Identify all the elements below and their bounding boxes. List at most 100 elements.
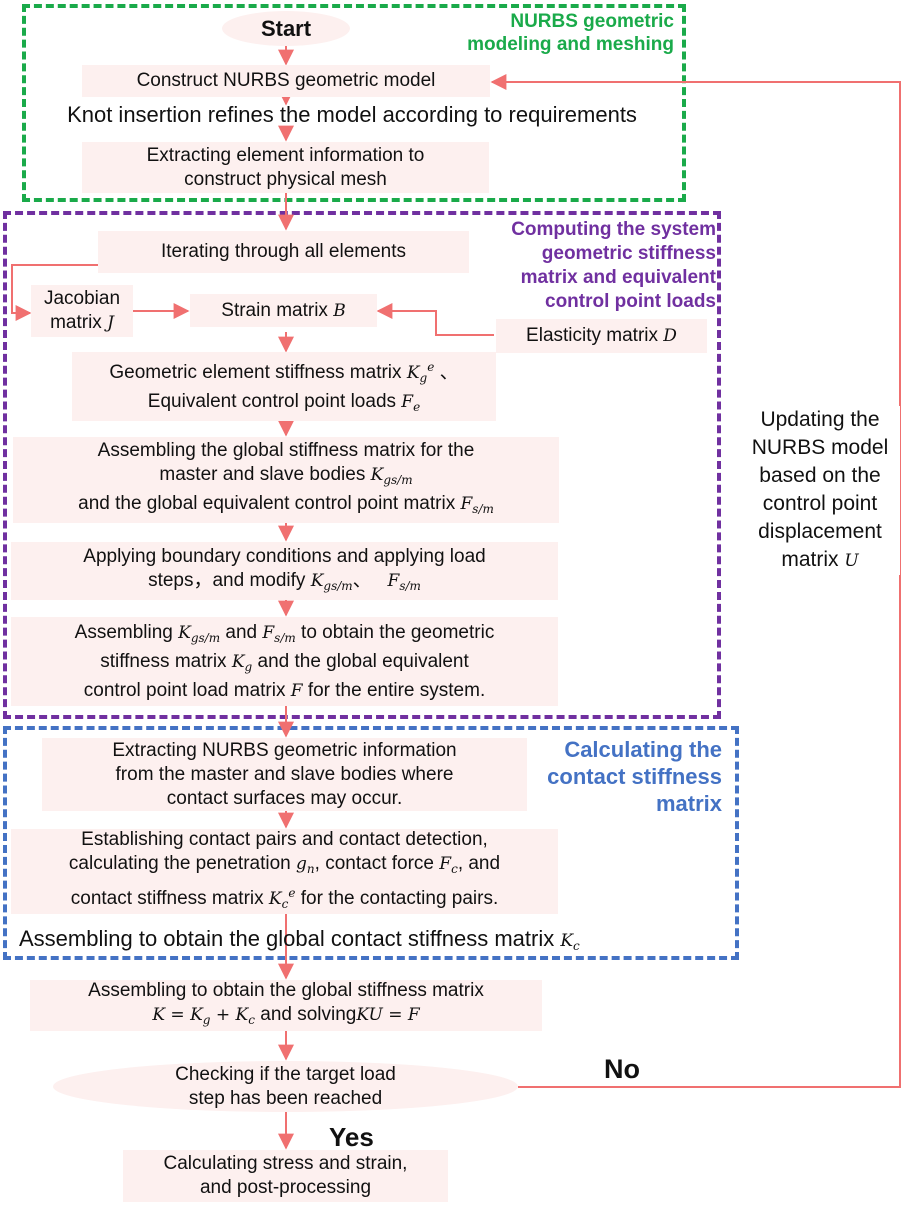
assemble-global-line: master and slave bodies Kgs/m [159,463,412,492]
gn-symbol: g [296,853,307,874]
contact-pairs-line: calculating the penetration gn, contact … [69,852,500,881]
construct-model-box: Construct NURBS geometric model [82,65,490,97]
kgs-subscript: gs/m [383,473,413,487]
elasticity-symbol: D [663,326,677,346]
solve-eq: KU = F [356,1005,420,1025]
assemble-global-box: Assembling the global stiffness matrix f… [13,437,559,523]
check-load-line: step has been reached [188,1087,383,1109]
update-line: NURBS model [751,436,889,459]
fc-subscript: c [451,861,458,876]
global-stiffness-line: K = Kg + Kc and solvingKU = F [152,1003,419,1032]
fsm-symbol: F [460,494,473,514]
contact-title-line: contact stiffness [547,764,722,789]
boundary-line: Applying boundary conditions and applyin… [83,545,486,567]
bc-f-symbol: F [387,570,400,591]
system-text: to obtain the geometric [301,621,495,643]
strain-matrix-box: Strain matrix B [190,294,377,327]
yes-label: Yes [329,1122,374,1152]
update-text: matrix [781,548,839,571]
elasticity-line: Elasticity matrix D [526,324,677,348]
extract-mesh-line: construct physical mesh [184,168,387,190]
iterate-elements-box: Iterating through all elements [98,231,469,273]
assemble-global-line: Assembling the global stiffness matrix f… [97,440,475,461]
system-assembly-line: control point load matrix F for the enti… [84,679,485,703]
start-label: Start [260,15,312,41]
bc-k-subscript: gs/m [323,578,353,593]
contact-pairs-box: Establishing contact pairs and contact d… [11,829,558,914]
sys-f-symbol: F [262,622,275,643]
system-assembly-line: Assembling Kgs/m and Fs/m to obtain the … [75,621,495,650]
geometric-element-text: Geometric element stiffness matrix [109,361,402,383]
boundary-line: steps，and modify Kgs/m、 Fs/m [148,569,421,598]
knot-insertion-label: Knot insertion refines the model accordi… [67,102,637,127]
stiffness-title-line: control point loads [545,291,716,312]
nurbs-section-frame [22,4,686,202]
kc-subscript: c [573,939,580,953]
global-stiffness-line: Assembling to obtain the global stiffnes… [88,980,484,1001]
contact-pairs-text: for the contacting pairs. [300,887,499,909]
update-model-text: Updating the NURBS model based on the co… [740,406,900,575]
system-text: Assembling [74,621,173,643]
post-processing-line: Calculating stress and strain, [163,1153,408,1174]
equivalent-loads-text: Equivalent control point loads [147,390,397,412]
contact-info-line: from the master and slave bodies where [115,763,454,785]
iterate-elements-label: Iterating through all elements [160,241,407,262]
extract-mesh-line: Extracting element information to [146,144,425,166]
boundary-conditions-box: Applying boundary conditions and applyin… [11,542,558,600]
contact-pairs-line: Establishing contact pairs and contact d… [81,828,488,850]
system-text: for the entire system. [307,679,486,701]
system-text: and [225,621,258,643]
no-label: No [604,1054,640,1084]
bc-k-symbol: K [310,570,324,591]
global-eq: K = K [152,1005,203,1025]
update-line: displacement [758,520,882,543]
global-eq-plus: + K [210,1005,249,1025]
jacobian-text: matrix [50,312,102,333]
assemble-global-text: master and slave bodies [159,464,366,485]
system-assembly-box: Assembling Kgs/m and Fs/m to obtain the … [11,617,558,706]
fe-symbol: F [401,391,414,412]
stiffness-title-line: Computing the system [511,219,716,240]
system-text: stiffness matrix [100,650,227,672]
check-load-step-node: Checking if the target load step has bee… [53,1061,518,1112]
update-line: control point [762,492,878,515]
start-node: Start [222,11,350,46]
sys-kg-symbol: K [231,651,245,672]
construct-model-label: Construct NURBS geometric model [136,70,436,91]
system-text: control point load matrix [83,679,286,701]
check-load-line: Checking if the target load [175,1063,396,1085]
post-processing-box: Calculating stress and strain, and post-… [123,1150,448,1202]
contact-pairs-text: , contact force [314,852,434,874]
ke-subscript: g [419,370,428,385]
extract-mesh-box: Extracting element information to constr… [82,142,489,193]
sys-kg-subscript: g [244,659,253,674]
contact-section-title: Calculating the contact stiffness matrix [547,736,722,817]
update-line: matrix U [740,546,900,575]
contact-pairs-line: contact stiffness matrix Kce for the con… [71,881,499,916]
system-assembly-line: stiffness matrix Kg and the global equiv… [100,650,469,679]
strain-symbol: B [333,300,346,321]
kgs-symbol: K [370,465,384,485]
stiffness-section-frame [3,211,721,719]
strain-line: Strain matrix B [221,299,345,323]
system-text: and the global equivalent [257,650,469,672]
global-stiffness-box: Assembling to obtain the global stiffnes… [30,980,542,1031]
sys-k-symbol: K [178,622,191,643]
stiffness-title-line: geometric stiffness [541,243,716,264]
ke-symbol: K [406,362,420,383]
contact-section-frame [3,726,739,960]
contact-pairs-text: calculating the penetration [68,852,291,874]
sys-F-symbol: F [290,680,303,701]
strain-text: Strain matrix [221,299,328,321]
equivalent-loads-line: Equivalent control point loads Fe [148,390,420,419]
contact-info-line: contact surfaces may occur. [166,787,403,809]
global-eq-subscript: g [202,1013,211,1027]
bc-f-subscript: s/m [399,578,421,593]
stiffness-title-line: matrix and equivalent [520,267,716,288]
bc-separator: 、 [352,569,372,591]
global-stiffness-text: and solving [260,1004,357,1025]
stiffness-section-title: Computing the system geometric stiffness… [511,218,716,314]
nurbs-title-line: NURBS geometric [510,11,674,32]
geometric-element-line: Geometric element stiffness matrix Kge 、 [109,355,458,390]
contact-info-box: Extracting NURBS geometric information f… [42,738,527,811]
